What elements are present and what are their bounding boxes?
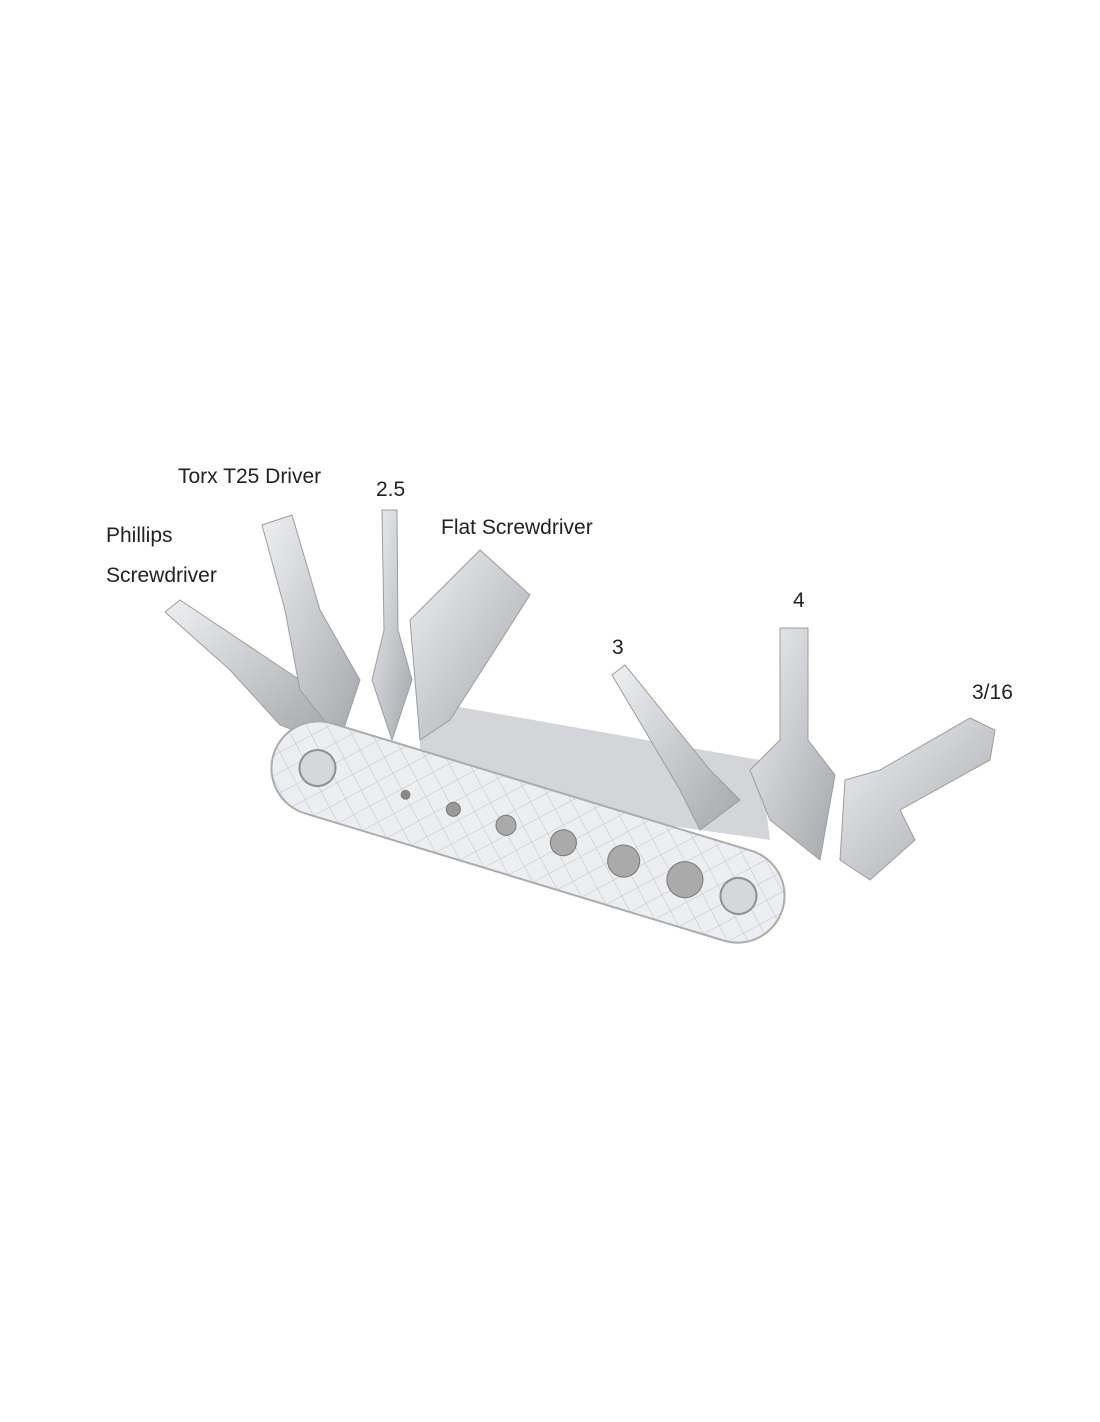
hole [607,844,641,878]
label-phillips-line2: Screwdriver [106,564,217,587]
label-hex-4: 4 [793,589,805,612]
hole [445,801,461,817]
label-phillips-line1: Phillips [106,524,173,547]
label-hex-2-5: 2.5 [376,478,406,501]
hex-key-3 [611,664,741,831]
pivot-screw-right [719,876,758,915]
torx-bit [261,514,361,742]
hole [495,814,517,836]
label-hex-3: 3 [612,636,624,659]
label-hex-3-16: 3/16 [972,681,1013,704]
hole [666,861,704,899]
hex-key-4 [749,627,836,861]
label-flat-screwdriver: Flat Screwdriver [441,516,593,539]
tool-back-bar [420,700,770,840]
handle-body [270,720,786,944]
flat-screwdriver-blade [409,549,531,741]
hole [400,789,411,800]
hex-key-2-5 [371,509,413,742]
hole [549,829,577,857]
pivot-screw-left [298,749,337,788]
hex-key-3-16 [839,717,996,881]
label-torx-t25: Torx T25 Driver [178,465,322,488]
